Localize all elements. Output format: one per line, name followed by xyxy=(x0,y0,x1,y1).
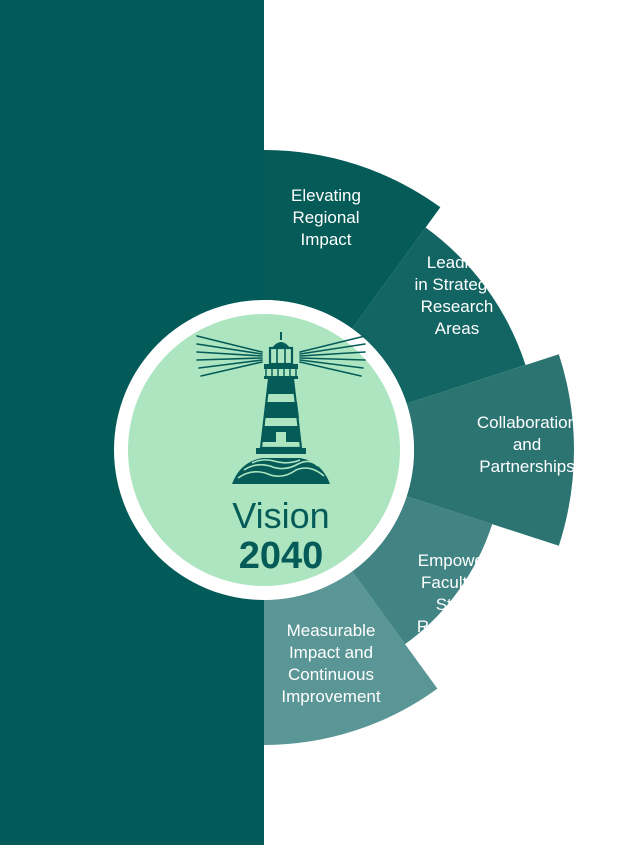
center-badge: Vision 2040 xyxy=(114,300,414,600)
vision-title: Vision xyxy=(232,495,329,536)
segment-1-label-line: Impact xyxy=(300,230,351,249)
segment-2-label-line: in Strategic xyxy=(414,275,500,294)
segment-2 xyxy=(352,227,526,404)
segment-3-label-line: Partnerships xyxy=(479,457,574,476)
segment-4-label-line: Student xyxy=(436,595,495,614)
lighthouse-icon xyxy=(196,332,366,484)
vision-year: 2040 xyxy=(239,535,324,577)
segment-3-label-line: and xyxy=(513,435,541,454)
segment-5-label-line: Continuous xyxy=(288,665,374,684)
segment-2-label-line: Leading xyxy=(427,253,488,272)
segment-1-label-line: Regional xyxy=(292,208,359,227)
segment-1-label-line: Elevating xyxy=(291,186,361,205)
segment-2-label-line: Research xyxy=(421,297,494,316)
segment-2-label-line: Areas xyxy=(435,319,479,338)
segment-5 xyxy=(264,571,438,745)
segment-3-label-line: Collaboration xyxy=(477,413,577,432)
segment-1 xyxy=(264,150,441,329)
segment-4-label-line: Empowering xyxy=(418,551,513,570)
segment-5-label-line: Measurable xyxy=(287,621,376,640)
segment-5-label-line: Improvement xyxy=(281,687,380,706)
segment-4-label-line: Faculty and xyxy=(421,573,509,592)
segment-4-label-line: Researchers xyxy=(417,617,513,636)
segment-5-label-line: Impact and xyxy=(289,643,373,662)
segment-3 xyxy=(406,354,575,546)
segment-4 xyxy=(352,496,493,645)
